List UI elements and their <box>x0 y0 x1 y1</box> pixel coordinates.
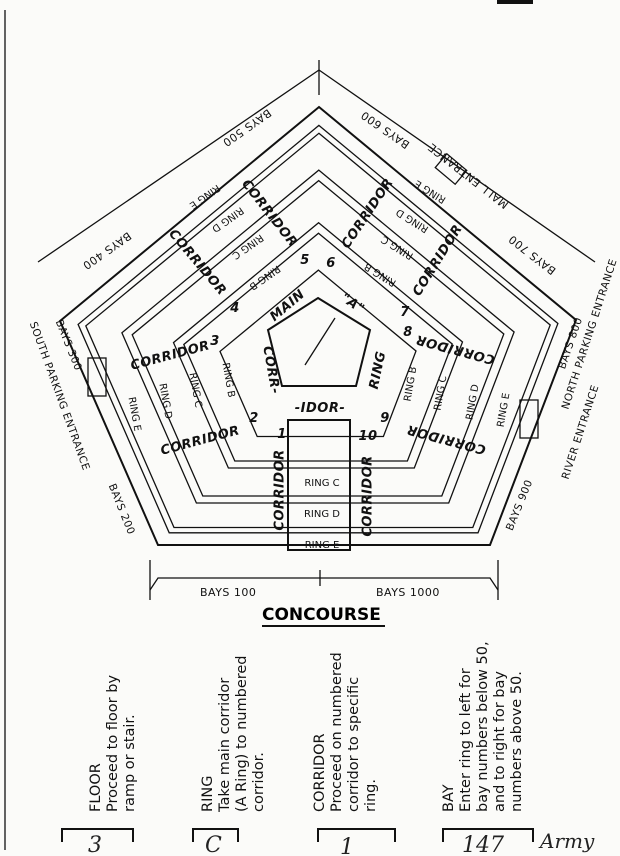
instruction-corridor: CORRIDOR Proceed on numbered corridor to… <box>312 652 396 856</box>
ring-line-2: (A Ring) to numbered <box>234 655 250 812</box>
ring-e-label-left: RING E <box>126 396 143 432</box>
bay-line-3: and to right for bay <box>492 671 508 812</box>
ring-outline-0 <box>58 105 578 546</box>
handwritten-note: Army <box>538 829 595 853</box>
bottom-dimension-line <box>149 577 499 591</box>
instruction-ring: RING Take main corridor (A Ring) to numb… <box>192 655 267 856</box>
pentagon-rings <box>58 105 578 546</box>
ring-c-label: RING C <box>230 232 265 261</box>
idor-label: -IDOR- <box>295 401 345 416</box>
bay-value: 147 <box>462 833 504 856</box>
ring-line-3: corridor. <box>251 752 267 812</box>
ring-d-label-south: RING D <box>304 509 340 520</box>
ring-c-label-right: RING C <box>380 233 416 261</box>
corridor-value: 1 <box>340 835 354 856</box>
ring-c-label-south: RING C <box>304 478 339 489</box>
corridor-number-2: 2 <box>249 411 259 426</box>
corridor-1-10-block <box>287 419 351 551</box>
instruction-bay: BAY Enter ring to left for bay numbers b… <box>441 641 534 856</box>
floor-line-1: Proceed to floor by <box>105 675 121 812</box>
scan-mark <box>497 0 533 4</box>
ring-outline-5 <box>172 221 464 469</box>
label-bays-900: BAYS 900 <box>504 478 535 533</box>
corridor-number-9: 9 <box>380 411 390 426</box>
corridor-1-label: CORRIDOR <box>273 449 288 530</box>
corridor-line-2: corridor to specific <box>346 677 362 812</box>
ring-bracket <box>192 828 239 842</box>
corridor-number-7: 7 <box>400 305 410 320</box>
mall-entrance-stairs <box>434 152 468 186</box>
bay-line-4: numbers above 50. <box>509 671 525 812</box>
corridor-number-8: 8 <box>403 325 413 340</box>
ring-line-1: Take main corridor <box>217 678 233 813</box>
ring-outline-4 <box>131 179 505 497</box>
label-bays-100: BAYS 100 <box>200 586 256 599</box>
bay-line-1: Enter ring to left for <box>458 668 474 812</box>
floor-value: 3 <box>88 833 102 856</box>
corridor-9-label: CORRIDOR <box>405 421 487 457</box>
ring-value: C <box>205 833 222 856</box>
corridor-2-label: CORRIDOR <box>159 423 241 459</box>
ring-e-label: RING E <box>187 182 222 211</box>
corridor-3-label: CORRIDOR <box>129 338 211 374</box>
ring-e-label-south: RING E <box>305 540 340 551</box>
label-bays-1000: BAYS 1000 <box>376 586 440 599</box>
floor-bracket <box>61 828 134 842</box>
corridor-number-4: 4 <box>229 301 240 316</box>
ring-d-label-left: RING D <box>156 382 173 420</box>
river-entrance-stairs <box>519 399 539 439</box>
main-label: MAIN <box>267 287 308 325</box>
ring-outline-2 <box>85 132 551 529</box>
ring-heading: RING <box>200 776 216 812</box>
bay-bracket <box>442 828 534 842</box>
corridor-line-3: ring. <box>363 779 379 812</box>
instruction-floor: FLOOR Proceed to floor by ramp or stair.… <box>61 675 138 856</box>
concourse-title: CONCOURSE <box>262 605 381 625</box>
ring-outline-6 <box>183 232 453 462</box>
corridor-number-6: 6 <box>326 256 336 271</box>
label-south-parking: SOUTH PARKING ENTRANCE <box>27 320 92 472</box>
corridor-line-1: Proceed on numbered <box>329 652 345 812</box>
corridor-heading: CORRIDOR <box>312 733 328 812</box>
corridor-number-10: 10 <box>358 429 377 444</box>
bay-line-2: bay numbers below 50, <box>475 641 491 812</box>
corridor-number-3: 3 <box>210 334 220 349</box>
ring-outline-7 <box>219 269 417 438</box>
corridor-10-label: CORRIDOR <box>361 455 376 536</box>
corridor-7-label: CORRIDOR <box>410 222 466 299</box>
ring-main-label: RING <box>367 350 390 391</box>
corridor-number-5: 5 <box>300 253 310 268</box>
bay-heading: BAY <box>441 784 457 812</box>
ring-outline-1 <box>77 124 559 534</box>
ring-c-label-left: RING C <box>187 372 204 409</box>
corridor-number-1: 1 <box>277 427 287 442</box>
center-courtyard <box>266 296 372 387</box>
ring-d-label-east: RING D <box>464 383 481 421</box>
courtyard-arrow <box>304 317 336 366</box>
ring-e-label-east: RING E <box>496 392 513 428</box>
ring-e-label-right: RING E <box>413 177 448 205</box>
ring-c-label-east: RING C <box>433 375 450 412</box>
floor-heading: FLOOR <box>88 763 104 812</box>
south-parking-stairs <box>87 357 107 397</box>
ring-b-label-east: RING B <box>403 366 420 403</box>
floor-line-2: ramp or stair. <box>122 714 138 812</box>
ring-outline-3 <box>121 169 515 504</box>
label-bays-500: BAYS 500 <box>220 106 274 149</box>
corridor-bracket <box>317 828 396 842</box>
corr-label: CORR- <box>259 345 282 395</box>
label-bays-200: BAYS 200 <box>106 482 137 537</box>
label-bays-700: BAYS 700 <box>506 232 558 277</box>
ring-b-label-left: RING B <box>220 362 237 399</box>
